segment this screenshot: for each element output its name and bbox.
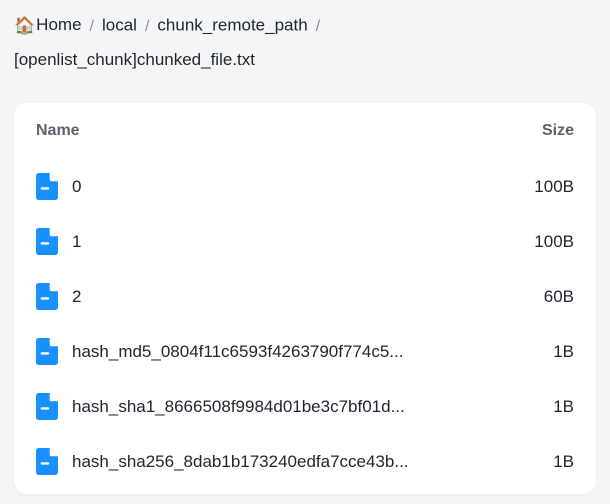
file-name-cell: hash_sha256_8dab1b173240edfa7cce43b... — [36, 448, 484, 475]
table-row[interactable]: 1 100B — [36, 214, 574, 269]
file-name-cell: 1 — [36, 228, 484, 255]
file-name-label: hash_sha256_8dab1b173240edfa7cce43b... — [72, 451, 409, 471]
file-icon — [36, 393, 58, 420]
file-size-value: 1B — [553, 396, 574, 416]
file-name-cell: hash_md5_0804f11c6593f4263790f774c5... — [36, 338, 484, 365]
file-name-cell: hash_sha1_8666508f9984d01be3c7bf01d... — [36, 393, 484, 420]
file-icon — [36, 173, 58, 200]
table-row[interactable]: 0 100B — [36, 159, 574, 214]
file-icon — [36, 228, 58, 255]
file-size-value: 100B — [534, 231, 574, 251]
file-name-cell: 2 — [36, 283, 484, 310]
breadcrumb-separator: / — [315, 17, 321, 35]
table-row[interactable]: 2 60B — [36, 269, 574, 324]
table-header-row: Name Size — [36, 103, 574, 159]
file-name-label: hash_md5_0804f11c6593f4263790f774c5... — [72, 341, 404, 361]
file-icon — [36, 338, 58, 365]
table-row[interactable]: hash_md5_0804f11c6593f4263790f774c5... 1… — [36, 324, 574, 379]
file-size-value: 100B — [534, 176, 574, 196]
breadcrumb-separator: / — [89, 17, 94, 35]
file-name-label: 2 — [72, 286, 82, 306]
breadcrumb-separator: / — [144, 17, 150, 35]
breadcrumb-item-home-label: Home — [36, 15, 82, 34]
file-size-value: 1B — [553, 341, 574, 361]
file-icon — [36, 448, 58, 475]
home-icon: 🏠 — [14, 15, 36, 35]
file-table: Name Size 0 100B 1 — [14, 103, 596, 489]
breadcrumb-item-chunk-remote-path[interactable]: chunk_remote_path — [157, 15, 308, 35]
file-name-label: 1 — [72, 231, 82, 251]
table-row[interactable]: hash_sha1_8666508f9984d01be3c7bf01d... 1… — [36, 379, 574, 434]
breadcrumb: 🏠Home / local / chunk_remote_path / [openlis… — [0, 0, 610, 73]
file-icon — [36, 283, 58, 310]
column-header-size[interactable]: Size — [541, 122, 574, 139]
breadcrumb-item-home[interactable]: 🏠Home — [14, 12, 82, 38]
breadcrumb-item-current: [openlist_chunk]chunked_file.txt — [14, 49, 255, 69]
file-name-cell: 0 — [36, 173, 484, 200]
file-list-card: Name Size 0 100B 1 — [14, 103, 596, 494]
file-size-value: 1B — [553, 451, 574, 471]
file-name-label: 0 — [72, 176, 82, 196]
file-name-label: hash_sha1_8666508f9984d01be3c7bf01d... — [72, 396, 405, 416]
breadcrumb-item-local[interactable]: local — [101, 15, 137, 35]
column-header-name[interactable]: Name — [36, 122, 80, 139]
breadcrumb-path-line: 🏠Home / local / chunk_remote_path / — [14, 12, 596, 40]
file-size-value: 60B — [543, 286, 574, 306]
table-row[interactable]: hash_sha256_8dab1b173240edfa7cce43b... 1… — [36, 434, 574, 489]
